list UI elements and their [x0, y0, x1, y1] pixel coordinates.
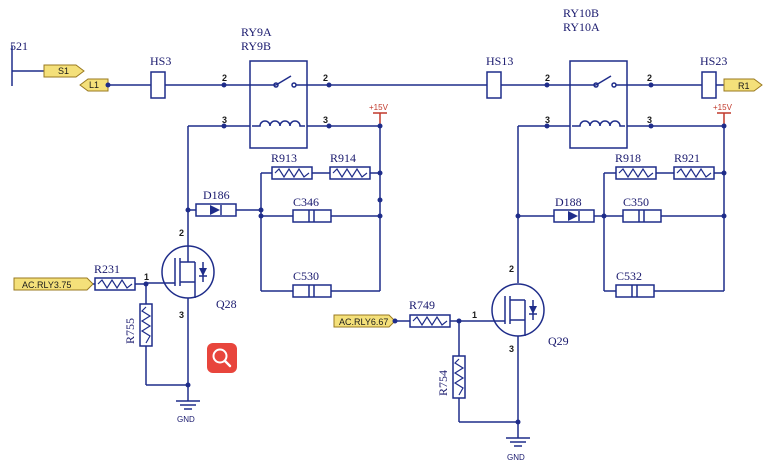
relay-ry9-coil [252, 120, 305, 127]
capacitor-c532 [615, 284, 655, 298]
power-15v-right-label: +15V [713, 103, 733, 112]
relay-ry10-coil [572, 120, 625, 127]
r918-label: R918 [615, 151, 641, 165]
port-ac-rly-667-label: AC.RLY6.67 [339, 317, 388, 327]
relay-ry9-box [249, 60, 308, 149]
port-s1-label: S1 [58, 66, 69, 76]
relay-ry9-switch-arm [275, 75, 292, 86]
zoom-in-icon [212, 348, 232, 368]
pin-label: 3 [647, 115, 652, 125]
hs23-label: HS23 [700, 54, 727, 68]
junction [515, 213, 521, 219]
relay-ry10-contact-point [611, 82, 617, 88]
hs13-block [486, 71, 502, 99]
r913-label: R913 [271, 151, 297, 165]
pin-label: 3 [222, 115, 227, 125]
c530-label: C530 [293, 269, 319, 283]
relay-ry10b-label: RY10B [563, 6, 599, 20]
junction [544, 82, 550, 88]
power-15v-left-label: +15V [369, 103, 389, 112]
relay-ry9b-label: RY9B [241, 39, 271, 53]
d186-label: D186 [203, 188, 230, 202]
junction [648, 82, 654, 88]
relay-ry10-box [569, 60, 628, 149]
pin-label: 3 [179, 310, 184, 320]
r755-label: R755 [123, 318, 137, 344]
junction [648, 123, 654, 129]
resistor-r755-zigzag [140, 306, 152, 344]
pin-label: 2 [179, 228, 184, 238]
junction [221, 82, 227, 88]
resistor-r231-zigzag [97, 278, 133, 290]
port-ac-rly-375 [13, 277, 94, 291]
hs3-block [150, 71, 166, 99]
capacitor-c346 [292, 209, 332, 223]
resistor-r755 [139, 303, 153, 347]
resistor-r913-zigzag [274, 167, 310, 179]
capacitor-c530 [292, 284, 332, 298]
diode-d188-triangle [568, 211, 578, 221]
relay-ry10-switch-arm [595, 75, 612, 86]
port-ac-rly-667 [333, 314, 396, 328]
hs13-label: HS13 [486, 54, 513, 68]
d188-label: D188 [555, 195, 582, 209]
gnd-right-label: GND [507, 453, 525, 462]
capacitor-c350 [622, 209, 662, 223]
junction [326, 123, 332, 129]
r914-label: R914 [330, 151, 356, 165]
junction [377, 197, 383, 203]
hs3-label: HS3 [150, 54, 171, 68]
diode-d186-triangle [210, 205, 220, 215]
resistor-r754 [452, 355, 466, 399]
relay-ry10a-label: RY10A [563, 20, 600, 34]
hs23-block [701, 71, 717, 99]
relay-ry9-contact-pivot [273, 82, 279, 88]
r754-label: R754 [436, 370, 450, 396]
pin-label: 3 [545, 115, 550, 125]
mosfet-q29-body [491, 283, 545, 337]
pin-label: 2 [222, 73, 227, 83]
q29-label: Q29 [548, 334, 569, 348]
resistor-r754-zigzag [453, 358, 465, 396]
resistor-r918-zigzag [618, 167, 654, 179]
relay-ry9-contact-point [291, 82, 297, 88]
pin-label: 2 [323, 73, 328, 83]
gnd-left-label: GND [177, 415, 195, 424]
c350-label: C350 [623, 195, 649, 209]
r921-label: R921 [674, 151, 700, 165]
resistor-r921-zigzag [676, 167, 712, 179]
pin-label: 2 [647, 73, 652, 83]
port-r1-label: R1 [738, 81, 750, 91]
pin-label: 1 [472, 310, 477, 320]
relay-ry9a-label: RY9A [241, 25, 272, 39]
partial-ref-label: 521 [10, 39, 28, 53]
junction [221, 123, 227, 129]
junction [326, 82, 332, 88]
junction [392, 318, 398, 324]
junction [544, 123, 550, 129]
junction [185, 207, 191, 213]
pin-label: 3 [509, 344, 514, 354]
c532-label: C532 [616, 269, 642, 283]
relay-ry10-contact-pivot [593, 82, 599, 88]
pin-label: 2 [545, 73, 550, 83]
r231-label: R231 [94, 262, 120, 276]
port-ac-rly-375-label: AC.RLY3.75 [22, 280, 71, 290]
pin-label: 3 [323, 115, 328, 125]
port-r1 [723, 78, 763, 92]
junction [105, 82, 111, 88]
resistor-r914-zigzag [332, 167, 368, 179]
zoom-in-button[interactable] [207, 343, 237, 373]
pin-label: 2 [509, 264, 514, 274]
pin-label: 1 [144, 272, 149, 282]
port-l1-label: L1 [89, 80, 99, 90]
r749-label: R749 [409, 298, 435, 312]
port-s1 [43, 64, 85, 78]
resistor-r749-zigzag [412, 315, 448, 327]
q28-label: Q28 [216, 297, 237, 311]
c346-label: C346 [293, 195, 319, 209]
